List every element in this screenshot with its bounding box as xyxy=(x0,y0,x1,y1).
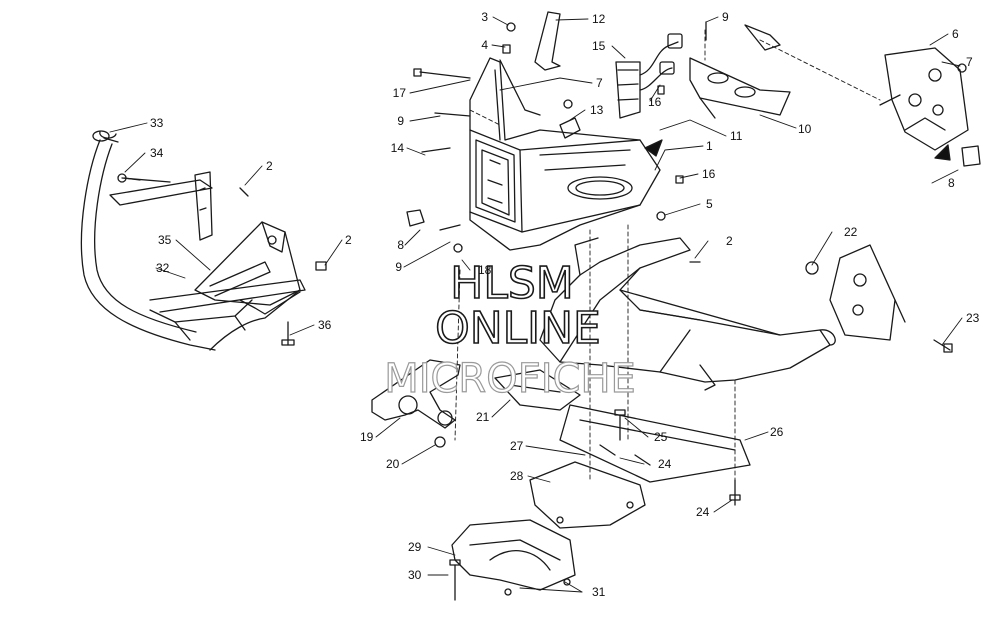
bolt-34 xyxy=(117,173,141,183)
nut-7a xyxy=(563,99,573,109)
callout-34: 34 xyxy=(150,146,164,160)
bolt-36 xyxy=(281,321,295,346)
callout-14: 14 xyxy=(391,141,405,155)
skid-plate-center xyxy=(529,461,646,529)
callout-10: 10 xyxy=(798,122,812,136)
callout-16-top: 16 xyxy=(648,95,662,109)
callout-9-top: 9 xyxy=(722,10,729,24)
assembly-guide-lines xyxy=(454,29,881,501)
callout-29: 29 xyxy=(408,540,422,554)
watermark-line-1: HLSM xyxy=(450,258,574,309)
callout-8-right: 8 xyxy=(948,176,955,190)
bolt-23 xyxy=(933,339,953,353)
screw-9-low xyxy=(439,224,461,231)
callout-4: 4 xyxy=(481,38,488,52)
bolt-24 xyxy=(729,479,741,506)
screw-9-mid xyxy=(434,112,471,117)
callout-30: 30 xyxy=(408,568,422,582)
nut-22 xyxy=(805,261,819,275)
callout-7-center: 7 xyxy=(596,76,603,90)
callout-23: 23 xyxy=(966,311,980,325)
bushing-20 xyxy=(434,436,446,448)
callout-1: 1 xyxy=(706,139,713,153)
callout-2-left: 2 xyxy=(266,159,273,173)
frame-bracket-21 xyxy=(494,369,581,411)
lower-arm-bracket xyxy=(371,359,461,429)
callout-24-low: 24 xyxy=(696,505,710,519)
skid-plate-front xyxy=(451,519,576,591)
callout-8-left: 8 xyxy=(397,238,404,252)
screw-14 xyxy=(421,147,451,153)
callout-24-mid: 24 xyxy=(658,457,672,471)
callout-27: 27 xyxy=(510,439,524,453)
callout-26: 26 xyxy=(770,425,784,439)
bolt-25 xyxy=(614,409,626,441)
arrow-marker-2 xyxy=(934,144,951,161)
callout-2-mid: 2 xyxy=(345,233,352,247)
screw-31a xyxy=(504,588,512,596)
arrow-marker-1 xyxy=(644,139,663,157)
bolt-17 xyxy=(413,68,471,79)
callout-19: 19 xyxy=(360,430,374,444)
screw-30 xyxy=(449,559,461,601)
watermark-line-3: MICROFICHE xyxy=(384,356,636,402)
callout-17: 17 xyxy=(393,86,407,100)
front-frame-assembly xyxy=(469,57,661,251)
callout-7-right: 7 xyxy=(966,55,973,69)
callout-18: 18 xyxy=(478,263,492,277)
bumper-mount-bracket xyxy=(121,171,213,241)
skid-plate-rear xyxy=(559,404,751,483)
leader-lines xyxy=(109,16,963,593)
callout-21: 21 xyxy=(476,410,490,424)
clip-16a xyxy=(657,85,665,95)
callout-labels: 3 12 9 6 4 15 7 17 7 16 9 13 10 11 33 14… xyxy=(150,10,980,599)
nut-3 xyxy=(506,22,516,32)
callout-11: 11 xyxy=(730,129,743,143)
radiator-bracket xyxy=(689,57,791,119)
callout-2-right: 2 xyxy=(726,234,733,248)
fasteners xyxy=(92,21,967,601)
callout-16-mid: 16 xyxy=(702,167,716,181)
callout-35: 35 xyxy=(158,233,172,247)
clip-2b xyxy=(315,261,327,271)
callout-5: 5 xyxy=(706,197,713,211)
callout-9-mid: 9 xyxy=(397,114,404,128)
front-bumper xyxy=(80,131,306,351)
callout-15: 15 xyxy=(592,39,606,53)
rear-frame-bracket xyxy=(829,244,906,341)
clip-16b xyxy=(675,175,684,184)
callout-31: 31 xyxy=(592,585,606,599)
clip-2a xyxy=(239,187,249,197)
watermark-line-2: ONLINE xyxy=(435,303,601,354)
callout-32: 32 xyxy=(156,261,170,275)
nut-18 xyxy=(453,243,463,253)
bracket-plate-12 xyxy=(534,11,561,71)
grommet-33 xyxy=(92,130,110,142)
callout-6: 6 xyxy=(952,27,959,41)
wiring-harness xyxy=(615,33,683,119)
callout-22: 22 xyxy=(844,225,858,239)
callout-9-low: 9 xyxy=(395,260,402,274)
nut-4 xyxy=(502,44,511,54)
callout-33: 33 xyxy=(150,116,164,130)
callout-28: 28 xyxy=(510,469,524,483)
nut-7b xyxy=(957,63,967,73)
callout-12: 12 xyxy=(592,12,606,26)
nut-5 xyxy=(656,211,666,221)
callout-25: 25 xyxy=(654,430,668,444)
bumper-skid-plate xyxy=(194,221,301,315)
rubber-mount-right xyxy=(961,145,981,167)
screw-31b xyxy=(563,578,571,586)
callout-20: 20 xyxy=(386,457,400,471)
callout-3: 3 xyxy=(481,10,488,24)
callout-13: 13 xyxy=(590,103,604,117)
rubber-mount-left xyxy=(406,209,425,227)
lower-frame xyxy=(539,237,836,391)
callout-36: 36 xyxy=(318,318,332,332)
side-mount-bracket xyxy=(744,24,969,151)
